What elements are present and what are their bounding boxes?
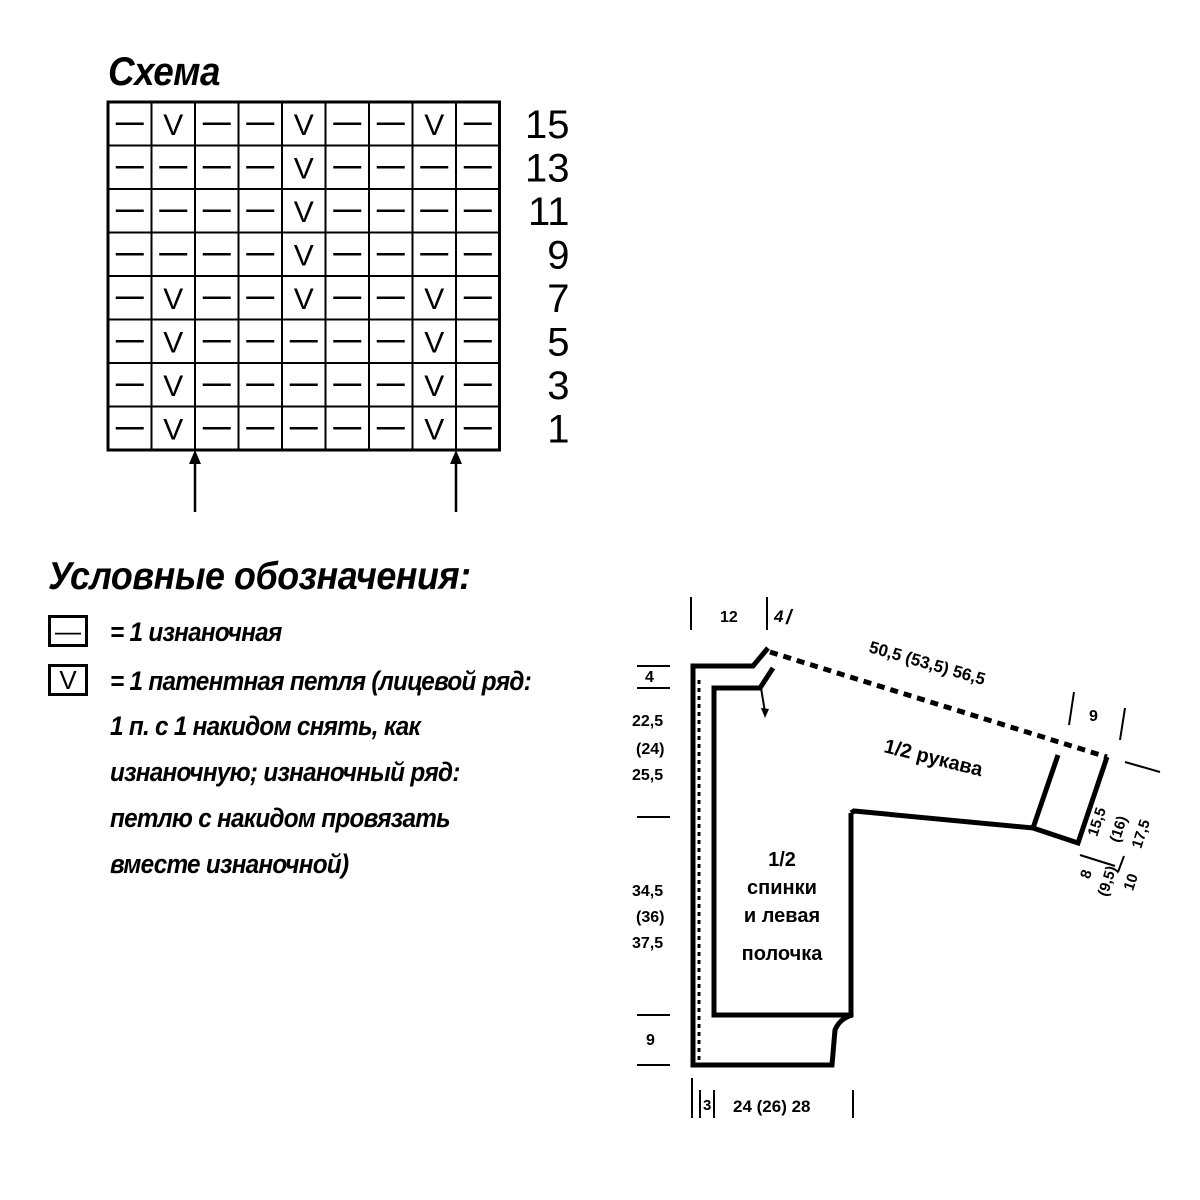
cuff-top-label: 9 <box>1089 708 1098 725</box>
row-number: 15 <box>525 103 570 147</box>
legend-brioche-text: = 1 патентная петля (лицевой ряд: <box>110 666 532 696</box>
row-number: 7 <box>547 277 569 321</box>
sleeve-cuff <box>1032 756 1110 847</box>
cuff-bottom-label-1: 8 <box>1077 868 1096 881</box>
row-number: 9 <box>547 233 569 277</box>
body-label-2: спинки <box>747 877 817 899</box>
sleeve-underarm <box>849 754 1061 831</box>
body-label-1: 1/2 <box>768 849 796 871</box>
chart-title: Схема <box>108 50 220 94</box>
collar-label: 4 <box>773 607 784 626</box>
repeat-arrow-head <box>189 450 201 464</box>
body-height-label-2: (36) <box>636 909 664 926</box>
brioche-stitch-symbol: V <box>424 109 444 142</box>
neck-arrow-line <box>760 687 766 713</box>
armhole-label-2: (24) <box>636 741 664 758</box>
brioche-stitch-symbol: V <box>163 370 183 403</box>
cuff-bottom-label-2: (9,5) <box>1095 864 1121 899</box>
brioche-stitch-symbol: V <box>163 283 183 316</box>
repeat-arrow-head <box>450 450 462 464</box>
body-outer-edge <box>690 646 854 1068</box>
neck-arrow-head <box>761 708 769 718</box>
body-height-label-3: 37,5 <box>632 935 663 952</box>
armhole-label-3: 25,5 <box>632 767 663 784</box>
body-label-4: полочка <box>742 943 824 965</box>
brioche-stitch-symbol: V <box>294 196 314 229</box>
brioche-stitch-symbol: V <box>294 283 314 316</box>
legend-continuation-3: петлю с накидом провязать <box>110 803 451 833</box>
brioche-stitch-symbol: V <box>424 370 444 403</box>
half-width-label: 24 (26) 28 <box>733 1097 811 1116</box>
neck-width-label: 12 <box>720 609 738 626</box>
legend-continuation-1: 1 п. с 1 накидом снять, как <box>110 711 421 741</box>
legend-purl-text: = 1 изнаночная <box>110 617 282 647</box>
band-label: 3 <box>703 1097 711 1114</box>
cuff-bottom-label-3: 10 <box>1121 872 1142 893</box>
row-number: 13 <box>525 146 570 190</box>
armhole-label-1: 22,5 <box>632 713 663 730</box>
yoke-height-label: 4 <box>645 669 654 686</box>
row-number: 11 <box>528 190 570 234</box>
row-number: 5 <box>547 320 569 364</box>
legend-continuation-2: изнаночную; изнаночный ряд: <box>110 757 460 787</box>
sleeve-end-label-3: 17,5 <box>1129 817 1154 850</box>
brioche-stitch-symbol: V <box>424 413 444 446</box>
brioche-stitch-symbol: V <box>163 326 183 359</box>
brioche-stitch-symbol: V <box>424 326 444 359</box>
shoulder-sleeve-label: 50,5 (53,5) 56,5 <box>867 638 988 689</box>
legend-purl-symbol: — <box>48 615 88 647</box>
chart-grid <box>106 100 501 452</box>
hem-label: 9 <box>646 1032 655 1049</box>
brioche-stitch-symbol: V <box>294 239 314 272</box>
repeat-arrows <box>189 450 462 512</box>
row-number: 1 <box>547 407 569 451</box>
legend-title: Условные обозначения: <box>48 555 471 598</box>
brioche-stitch-symbol: V <box>294 109 314 142</box>
legend-continuation-4: вместе изнаночной) <box>110 849 349 879</box>
sleeve-top-dashed <box>769 649 1108 760</box>
brioche-stitch-symbol: V <box>424 283 444 316</box>
body-label-3: и левая <box>744 905 820 927</box>
body-height-label-1: 34,5 <box>632 883 663 900</box>
brioche-stitch-symbol: V <box>163 413 183 446</box>
sleeve-label: 1/2 рукава <box>882 736 986 782</box>
brioche-stitch-symbol: V <box>163 109 183 142</box>
sleeve-end-label-2: (16) <box>1107 814 1131 845</box>
row-number: 3 <box>547 364 569 408</box>
legend-brioche-symbol: V <box>48 664 88 696</box>
brioche-stitch-symbol: V <box>294 152 314 185</box>
collar-slash: / <box>785 607 794 629</box>
